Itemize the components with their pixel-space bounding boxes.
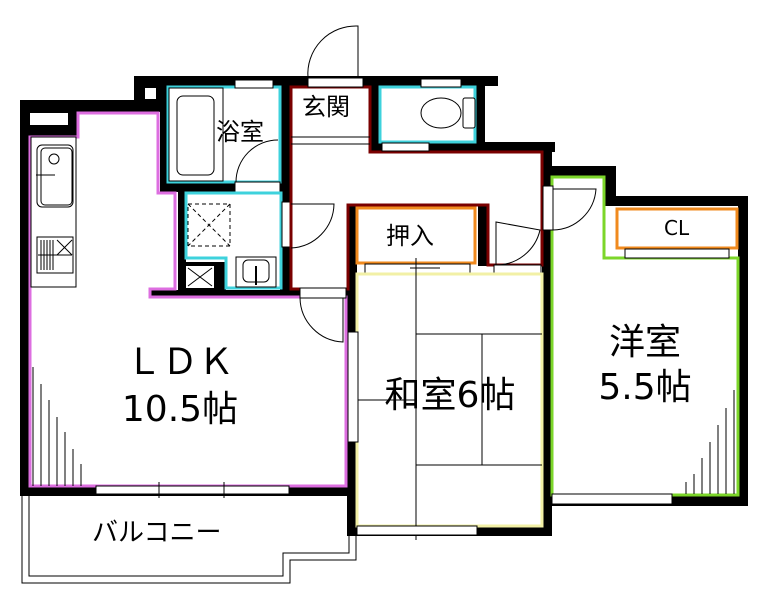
oshiire-outline [355,206,477,265]
closet-outline [615,207,739,250]
balcony-outline [21,494,357,584]
ldk-name-label: ＬＤＫ [125,342,234,383]
oshiire-label: 押入 [386,222,434,250]
entrance-label: 玄関 [302,93,350,121]
vent-square [145,88,156,99]
toilet-bowl [420,97,462,129]
closet-label: CL [664,216,690,240]
balcony-label: バルコニー [92,518,222,548]
ldk-window [95,485,290,495]
kitchen-sink [36,144,74,208]
ldk-size-label: 10.5帖 [121,389,239,430]
ldk-outline [28,111,348,488]
bathroom-label: 浴室 [216,118,264,146]
small-window [30,113,68,125]
washitsu-label: 和室6帖 [384,375,516,416]
youshitsu-size-label: 5.5帖 [598,367,692,408]
youshitsu-name-label: 洋室 [608,322,681,363]
